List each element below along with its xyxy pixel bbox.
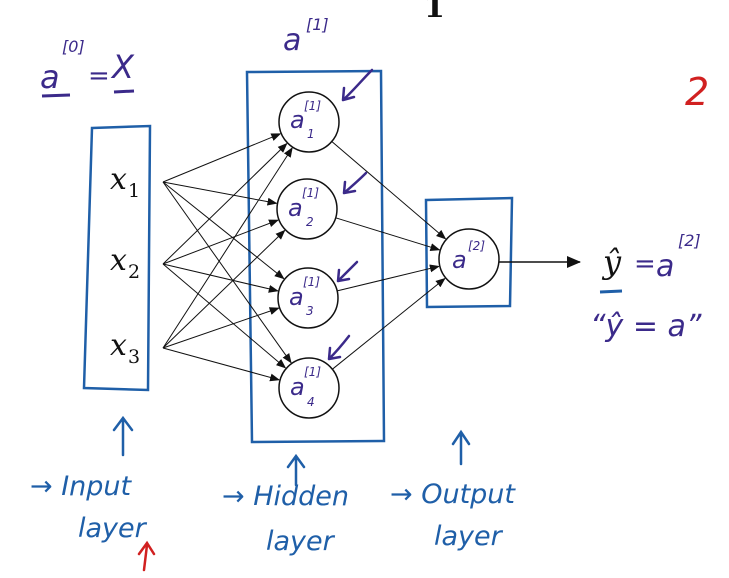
- input-annotation-underline-rhs: [113, 89, 135, 94]
- result-yhat: ŷ: [601, 243, 622, 281]
- input-node-x2-base: x: [110, 243, 127, 278]
- hidden-node-4-sup: [1]: [304, 365, 321, 379]
- edge-x2-to-h3: [162, 263, 279, 293]
- hidden-layer-label-sup: [1]: [306, 15, 329, 34]
- result-eq: =: [634, 249, 656, 279]
- edge-x3-to-h2: [162, 229, 286, 349]
- edge-x1-to-h3: [162, 181, 285, 280]
- page-number: 2: [685, 70, 709, 114]
- edge-x3-to-h1: [162, 147, 293, 349]
- input-annotation-rhs: X: [110, 48, 135, 86]
- hidden-node-2-base: a: [288, 194, 303, 222]
- input-layer-up-arrow: [112, 415, 134, 457]
- hidden-node-1-sup: [1]: [304, 99, 321, 113]
- input-annotation: a [0] = X: [40, 37, 135, 98]
- edge-h2-to-out: [335, 217, 441, 251]
- hidden-node-2: a [1] 2: [276, 178, 338, 240]
- red-emphasis-arrow: [137, 540, 156, 572]
- hidden-layer-up-arrow: [286, 453, 306, 487]
- input-node-x3-sub: 3: [128, 346, 140, 368]
- hidden-node-2-sub: 2: [306, 215, 314, 229]
- output-layer-label-line2: layer: [434, 521, 504, 552]
- hidden-node-3: a [1] 3: [277, 267, 339, 329]
- hidden-layer-box: [245, 69, 386, 444]
- hidden-layer-label-line2: layer: [266, 526, 336, 557]
- edge-x3-to-h3: [162, 307, 280, 349]
- hidden-node-1-sub: 1: [307, 127, 315, 141]
- output-layer-box: [424, 196, 514, 309]
- input-nodes: x 1 x 2 x 3: [110, 162, 140, 368]
- hidden-node-3-base: a: [289, 283, 304, 311]
- pointer-mark-1: [341, 68, 374, 102]
- input-node-x3: x 3: [110, 328, 140, 368]
- hidden-node-4: a [1] 4: [278, 357, 340, 419]
- edge-x2-to-h1: [162, 142, 288, 265]
- output-node: a [2]: [438, 228, 500, 290]
- edge-x3-to-h4: [162, 347, 281, 382]
- result-base: a: [656, 249, 674, 284]
- output-node-circle: [438, 228, 500, 290]
- edge-x2-to-h4: [162, 263, 287, 369]
- input-node-x2: x 2: [110, 243, 140, 283]
- top-partial-glyph: 1: [424, 0, 445, 25]
- hidden-layer-label-line1: → Hidden: [222, 481, 349, 512]
- hidden-layer-label-base: a: [283, 23, 301, 58]
- input-node-x1-base: x: [110, 162, 127, 197]
- hidden-node-4-sub: 4: [307, 395, 315, 409]
- edge-x1-to-h2: [162, 181, 278, 206]
- edge-h4-to-out: [332, 277, 446, 370]
- result-yhat-underline: [599, 289, 623, 294]
- pointer-mark-2: [342, 171, 368, 195]
- hidden-node-2-circle: [276, 178, 338, 240]
- spoken-yhat-a: “ŷ = a”: [590, 309, 702, 344]
- output-node-base: a: [452, 246, 467, 274]
- edge-h1-to-out: [331, 141, 447, 240]
- input-annotation-lhs: a: [40, 58, 60, 96]
- input-node-x2-sub: 2: [128, 261, 140, 283]
- connection-edges: [162, 133, 447, 382]
- pointer-mark-3: [336, 260, 359, 283]
- hidden-node-3-circle: [277, 267, 339, 329]
- output-layer-label: → Output layer: [390, 479, 516, 552]
- hidden-node-4-base: a: [290, 373, 305, 401]
- output-node-sup: [2]: [468, 239, 485, 253]
- edge-h3-to-out: [337, 264, 440, 292]
- hidden-node-4-circle: [278, 357, 340, 419]
- output-layer-up-arrow: [451, 429, 471, 466]
- input-layer-label-line2: layer: [78, 513, 148, 544]
- hidden-node-3-sup: [1]: [303, 275, 320, 289]
- hidden-node-1-circle: [278, 91, 340, 153]
- hidden-node-1: a [1] 1: [278, 91, 340, 153]
- edge-x1-to-h1: [162, 133, 282, 183]
- edge-x2-to-h2: [162, 219, 279, 265]
- input-node-x1-sub: 1: [128, 180, 140, 202]
- layer-pointer-arrows: [112, 415, 471, 487]
- input-layer-label-line1: → Input: [30, 471, 133, 502]
- hidden-node-pointer-marks: [327, 68, 374, 361]
- input-layer-label: → Input layer: [30, 471, 148, 544]
- input-node-x1: x 1: [110, 162, 140, 202]
- hidden-layer-label: a [1]: [283, 15, 329, 58]
- hidden-node-3-sub: 3: [306, 304, 314, 318]
- input-annotation-sup: [0]: [62, 37, 85, 56]
- hidden-node-2-sup: [1]: [302, 186, 319, 200]
- pointer-mark-4: [327, 334, 351, 361]
- input-annotation-underline-lhs: [41, 93, 71, 98]
- edge-x1-to-h4: [162, 181, 292, 364]
- result-sup: [2]: [678, 231, 701, 250]
- input-node-x3-base: x: [110, 328, 127, 363]
- hidden-layer-label-text: → Hidden layer: [222, 481, 349, 557]
- hidden-node-1-base: a: [290, 106, 305, 134]
- input-layer-box: [82, 124, 152, 392]
- result-expression: ŷ = a [2]: [599, 231, 701, 294]
- input-annotation-eq: =: [88, 61, 110, 91]
- output-layer-label-line1: → Output: [390, 479, 516, 510]
